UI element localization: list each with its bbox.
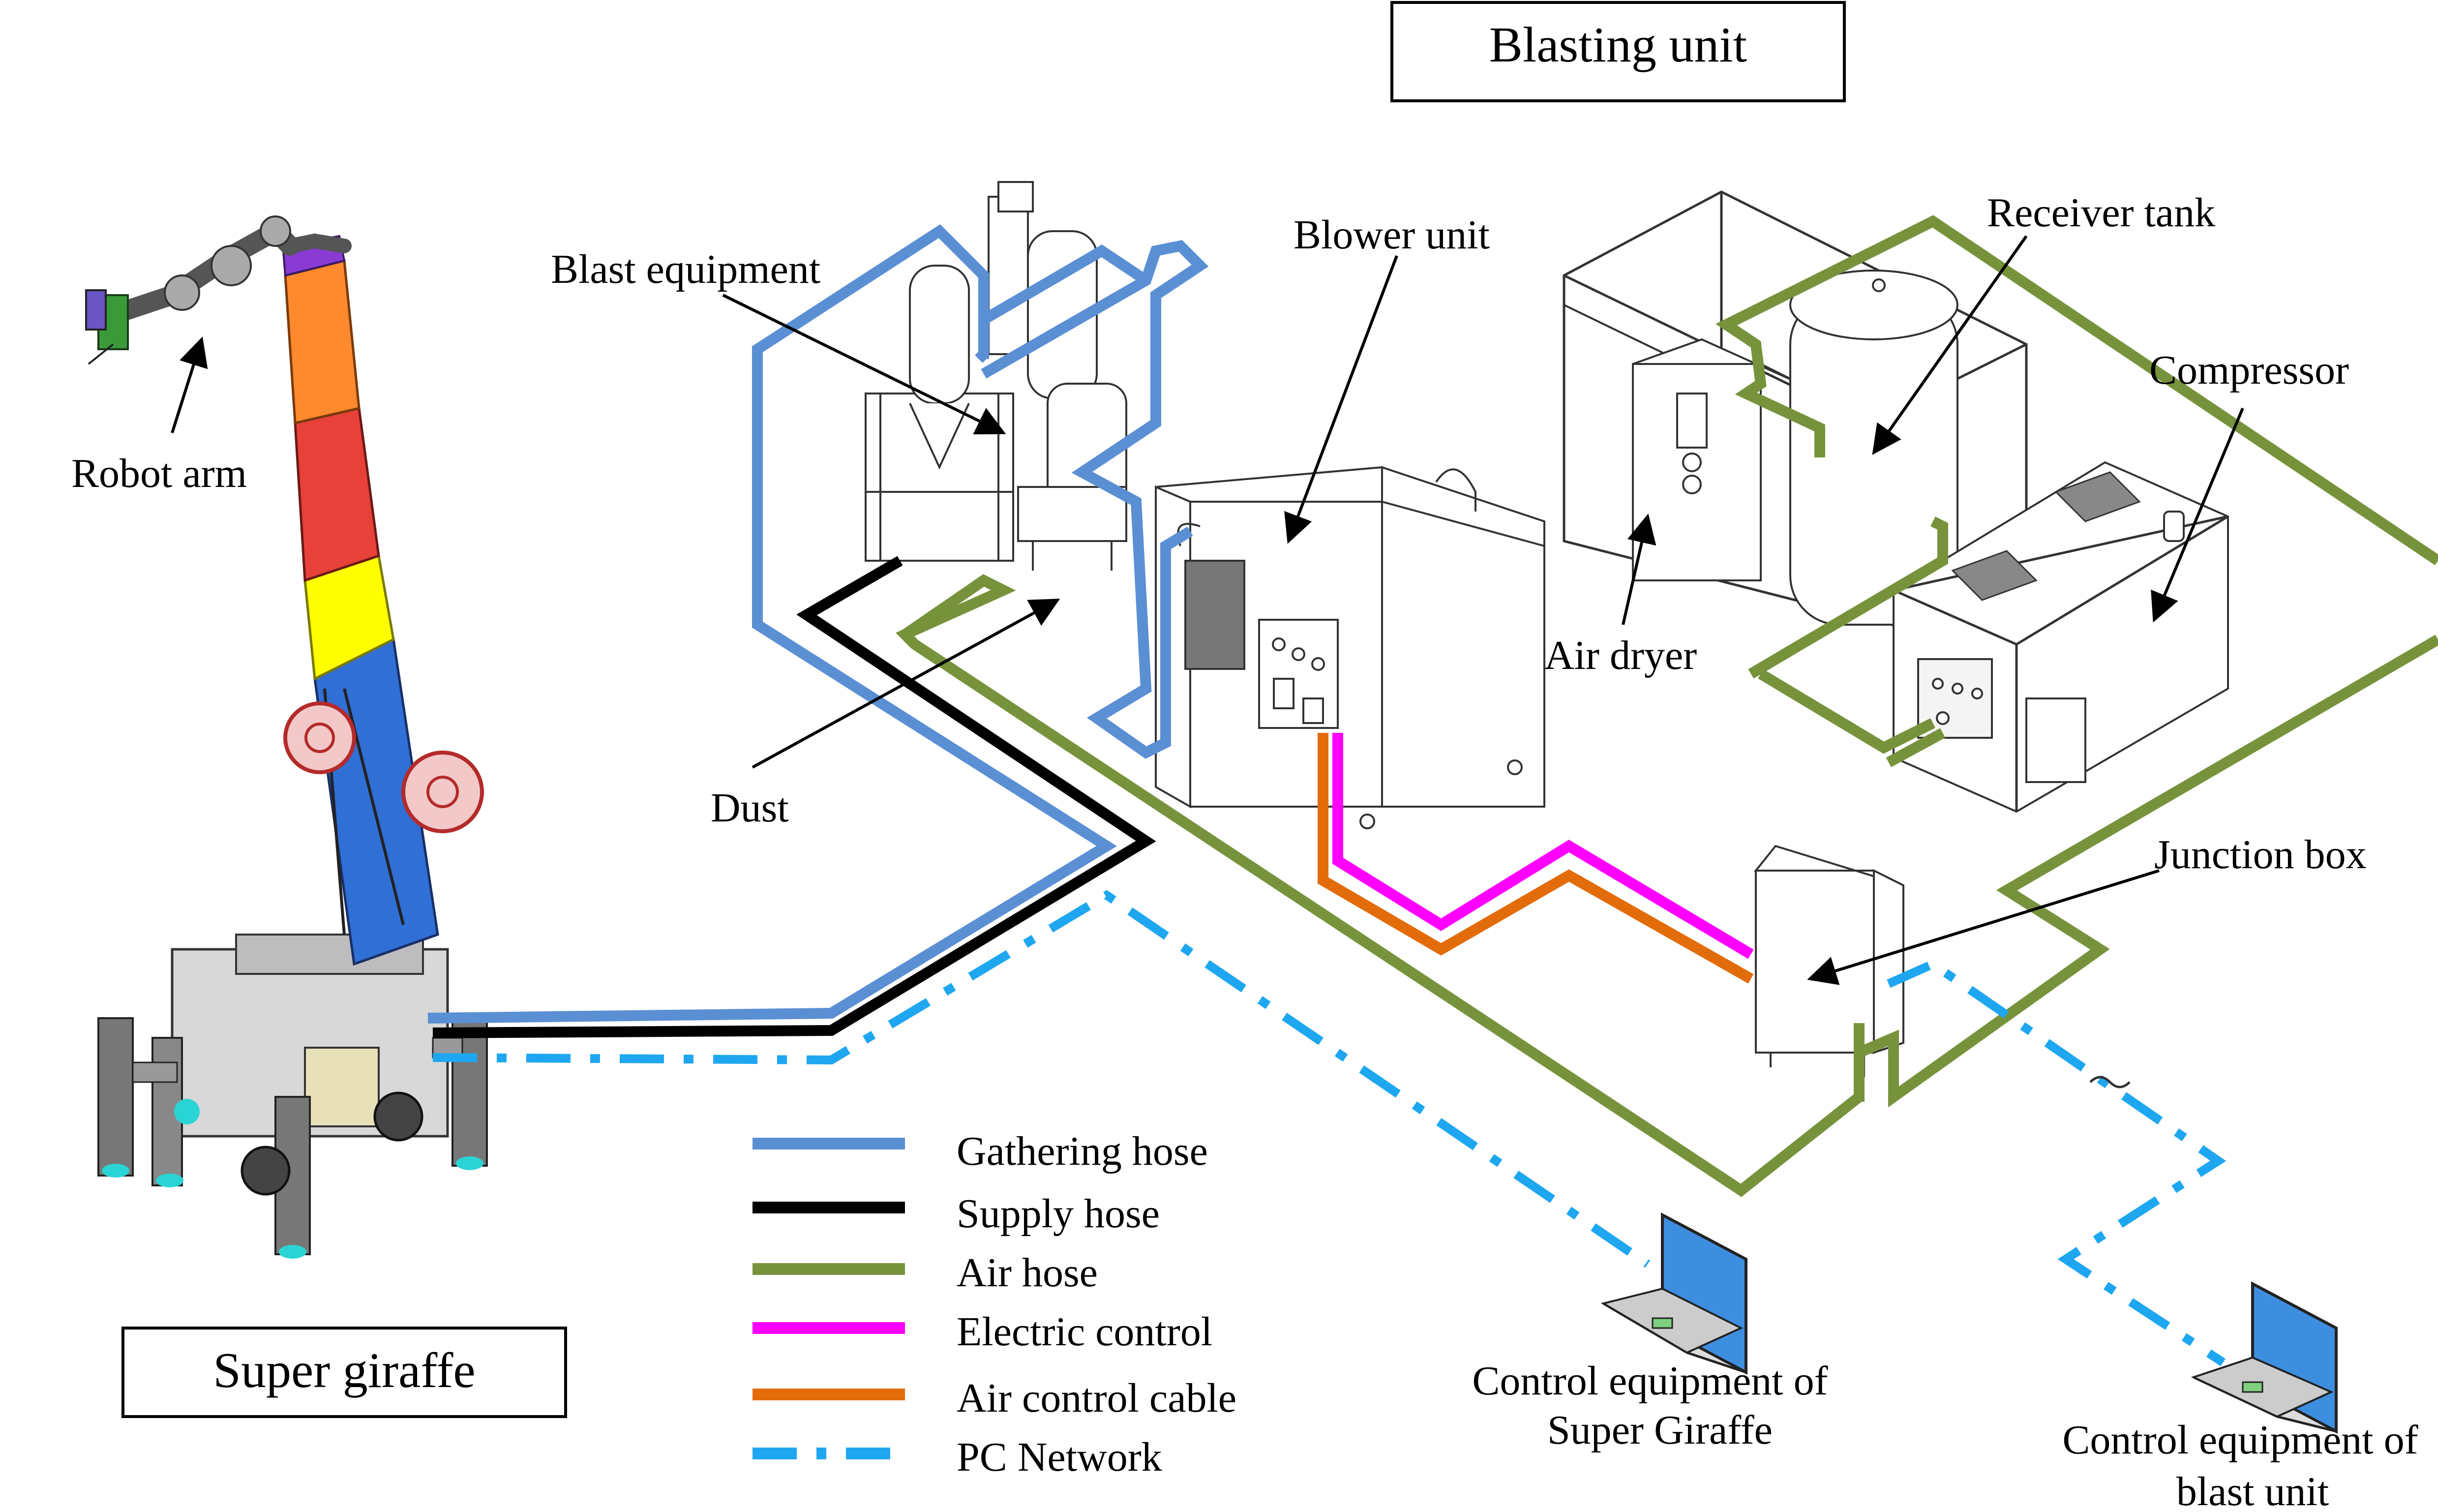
label-air-dryer: Air dryer [1544,633,1697,678]
compressor [1889,461,2229,813]
super-giraffe-title: Super giraffe [213,1343,475,1398]
legend-label-4: Air control cable [957,1375,1236,1421]
super-giraffe-robot [85,215,488,1259]
supply-hose [432,556,1156,1038]
blast-equipment [865,181,1127,571]
junction-box [1753,845,1904,1077]
blasting-unit-title: Blasting unit [1489,17,1747,73]
arrow-robot-arm [171,336,208,433]
super-giraffe-title-box: Super giraffe [121,1327,567,1418]
gathering-hose-upper [978,244,1149,359]
blasting-unit-title-box: Blasting unit [1390,1,1846,102]
cable-break-mark [2089,1076,2131,1089]
arrow-blast-equipment [722,294,1006,435]
legend: Gathering hose Supply hose Air hose Elec… [752,1128,1236,1480]
label-control-sg-1: Control equipment of [1472,1358,1828,1404]
label-junction-box: Junction box [2154,832,2367,877]
pc-network-bu [1887,959,2227,1366]
label-receiver-tank: Receiver tank [1987,190,2215,236]
pointer-arrows [171,235,2244,985]
gathering-hose-loop [981,240,1209,759]
electric-control-cable [1332,733,1754,959]
label-robot-arm: Robot arm [71,451,247,496]
legend-label-2: Air hose [957,1250,1098,1296]
laptop-icon-blast-unit [2191,1281,2338,1434]
label-compressor: Compressor [2149,347,2349,393]
air-hose-dryer-out [1886,728,1946,767]
air-hose-upper [1716,215,2438,566]
label-control-bu-1: Control equipment of [2062,1417,2418,1463]
label-blast-equipment: Blast equipment [551,246,820,292]
pc-network-sg [432,890,1651,1268]
label-control-bu-2: blast unit [2176,1469,2329,1512]
legend-label-1: Supply hose [957,1191,1160,1237]
arrow-receiver-tank [1872,235,2028,455]
label-dust: Dust [711,785,789,831]
arrow-compressor [2151,407,2244,623]
component-labels: Robot arm Blast equipment Blower unit Re… [71,190,2418,1512]
label-control-sg-2: Super Giraffe [1547,1407,1773,1453]
label-blower-unit: Blower unit [1294,212,1490,258]
connection-lines [427,215,2438,1366]
air-control-cable [1318,733,1754,984]
air-hose-compressor [1758,669,1935,754]
blower-unit [1155,466,1545,829]
arrow-air-dryer [1622,514,1656,625]
arrow-dust [752,599,1060,769]
air-hose-receiver [1748,516,1948,679]
arrow-junction-box [1807,869,2160,985]
arrow-blower-unit [1284,255,1398,544]
legend-label-5: PC Network [957,1434,1162,1480]
legend-label-3: Electric control [957,1309,1212,1355]
legend-label-0: Gathering hose [957,1128,1208,1174]
laptop-icon-super-giraffe [1600,1212,1747,1375]
